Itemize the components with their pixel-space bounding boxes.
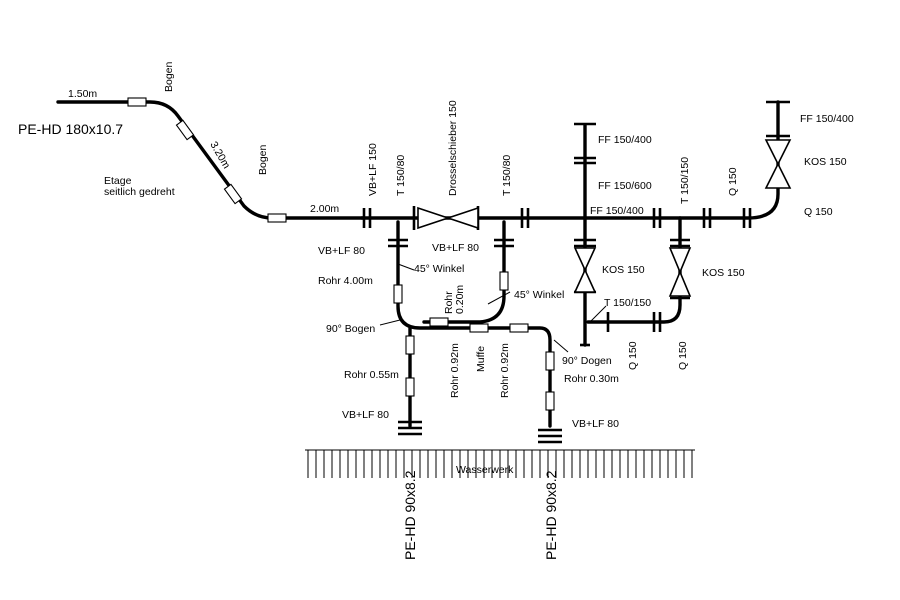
tee-label: T 150/80 [395, 155, 407, 196]
kos-label: KOS 150 [602, 264, 645, 276]
rohr-label: Rohr 0.55m [344, 369, 399, 381]
kos-valve-icon [764, 162, 792, 189]
flange-kos-branch [606, 238, 690, 332]
sleeve-fitting [429, 317, 449, 327]
gate-valve-icon [417, 206, 451, 230]
sleeve-fitting [405, 335, 415, 355]
kos-label: KOS 150 [702, 267, 745, 279]
length-label: 3.20m [207, 140, 232, 171]
etage-label: Etage [104, 175, 132, 187]
leader-line [397, 263, 415, 271]
length-label: 1.50m [68, 88, 97, 100]
sleeve-fitting [469, 323, 489, 333]
ff-label: FF 150/400 [598, 134, 652, 146]
kos-valve-icon [764, 139, 792, 166]
bogen-label: Bogen [257, 144, 269, 175]
flange-header-d [702, 208, 712, 228]
ff-label: FF 150/400 [590, 205, 644, 217]
flange-vblf150 [362, 208, 372, 228]
rohr-label: Rohr 4.00m [318, 275, 373, 287]
bogen-label: Bogen [163, 61, 175, 92]
header-pipe [360, 184, 780, 220]
muffe-label: Muffe [475, 346, 487, 372]
main-pipe [56, 100, 364, 220]
sleeve-fitting [499, 271, 509, 291]
q-label: Q 150 [627, 341, 639, 370]
vblf-label: VB+LF 80 [318, 245, 365, 257]
tee-label: T 150/150 [679, 157, 691, 204]
flange-header-e [742, 208, 752, 228]
kos-valve-icon [668, 269, 692, 297]
flange-ff-top [574, 122, 596, 165]
winkel-label: 45° Winkel [514, 289, 564, 301]
rohr-label: Rohr 0.92m [449, 343, 461, 398]
kos-valve-icon [573, 268, 597, 293]
dogen-label: 90° Dogen [562, 355, 612, 367]
sleeve-fitting [509, 323, 529, 333]
winkel-label: 45° Winkel [414, 263, 464, 275]
ff-label: FF 150/400 [800, 113, 854, 125]
flange-left-outlet [398, 420, 422, 436]
flange-right-top [766, 100, 790, 138]
tee-label: T 150/150 [604, 297, 651, 309]
bogen-label: 90° Bogen [326, 323, 375, 335]
tee-label: T 150/80 [501, 155, 513, 196]
vblf-label: VB+LF 80 [342, 409, 389, 421]
vblf-label: VB+LF 80 [572, 418, 619, 430]
leader-line [487, 291, 511, 305]
sleeve-fitting [405, 377, 415, 397]
leader-line [553, 339, 569, 353]
sleeve-fitting [267, 213, 287, 223]
sleeve-fitting [223, 183, 243, 205]
kos-branch-pipe [586, 216, 682, 324]
leader-line [589, 305, 607, 323]
flange-tee-80-b [494, 238, 514, 248]
kos-valve-icon [668, 247, 692, 275]
q-label: Q 150 [727, 167, 739, 196]
flange-right-outlet [538, 428, 562, 444]
kos-valve-icon [573, 247, 597, 272]
flange-tee-80-a [388, 238, 408, 248]
gate-valve-icon [445, 206, 479, 230]
main-pipe-label: PE-HD 180x10.7 [18, 121, 123, 137]
length-label: 2.00m [310, 203, 339, 215]
q-label: Q 150 [804, 206, 833, 218]
flange-header-b [520, 208, 530, 228]
ground-label: Wasserwerk [456, 464, 514, 476]
leader-line [379, 319, 401, 326]
drossel-label: Drosselschieber 150 [447, 100, 459, 196]
rohr-label: Rohr 0.30m [564, 373, 619, 385]
sleeve-fitting [545, 391, 555, 411]
sleeve-fitting [175, 119, 195, 141]
kos-label: KOS 150 [804, 156, 847, 168]
ff-label: FF 150/600 [598, 180, 652, 192]
q-label: Q 150 [677, 341, 689, 370]
branch-pipe-label: PE-HD 90x8.2 [543, 470, 559, 560]
rohr-label: 0.20m [454, 285, 466, 314]
sleeve-fitting [127, 97, 147, 107]
branch-pipe-label: PE-HD 90x8.2 [402, 470, 418, 560]
right-branch-pipe [422, 220, 506, 324]
ground-hatching [307, 450, 693, 478]
vblf-label: VB+LF 150 [367, 143, 379, 196]
flange-header-c [652, 208, 662, 228]
rohr-label: Rohr 0.92m [499, 343, 511, 398]
rohr-label: Rohr [443, 291, 455, 314]
etage-label: seitlich gedreht [104, 186, 175, 198]
sleeve-fitting [393, 284, 403, 304]
sleeve-fitting [545, 351, 555, 371]
vblf-label: VB+LF 80 [432, 242, 479, 254]
